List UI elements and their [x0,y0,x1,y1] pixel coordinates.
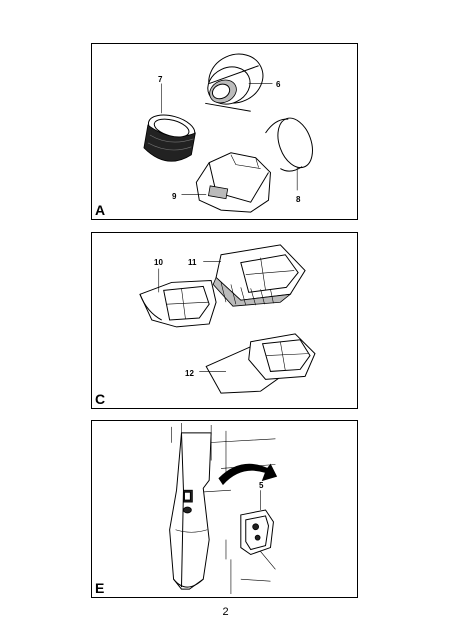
filter-parts-illustration-c [139,244,316,394]
page-number: 2 [222,606,229,618]
callout-12: 12 [185,369,194,378]
filter-parts-illustration-a [143,53,313,213]
panel-letter-a: A [95,202,106,218]
callout-5: 5 [259,481,264,490]
wall-mount-illustration-e [169,422,278,595]
panel-letter-e: E [95,580,105,596]
callout-6: 6 [276,80,281,89]
figure-panel-c: 10 11 12 C [91,232,358,409]
callout-8: 8 [296,195,301,204]
panel-letter-c: C [95,391,106,407]
callout-10: 10 [154,258,163,267]
callout-7: 7 [158,75,163,84]
figure-panel-e: 5 E [91,420,358,598]
callout-9: 9 [172,192,177,201]
callout-11: 11 [188,258,197,267]
figure-panel-a: 7 6 9 8 A [91,43,358,220]
